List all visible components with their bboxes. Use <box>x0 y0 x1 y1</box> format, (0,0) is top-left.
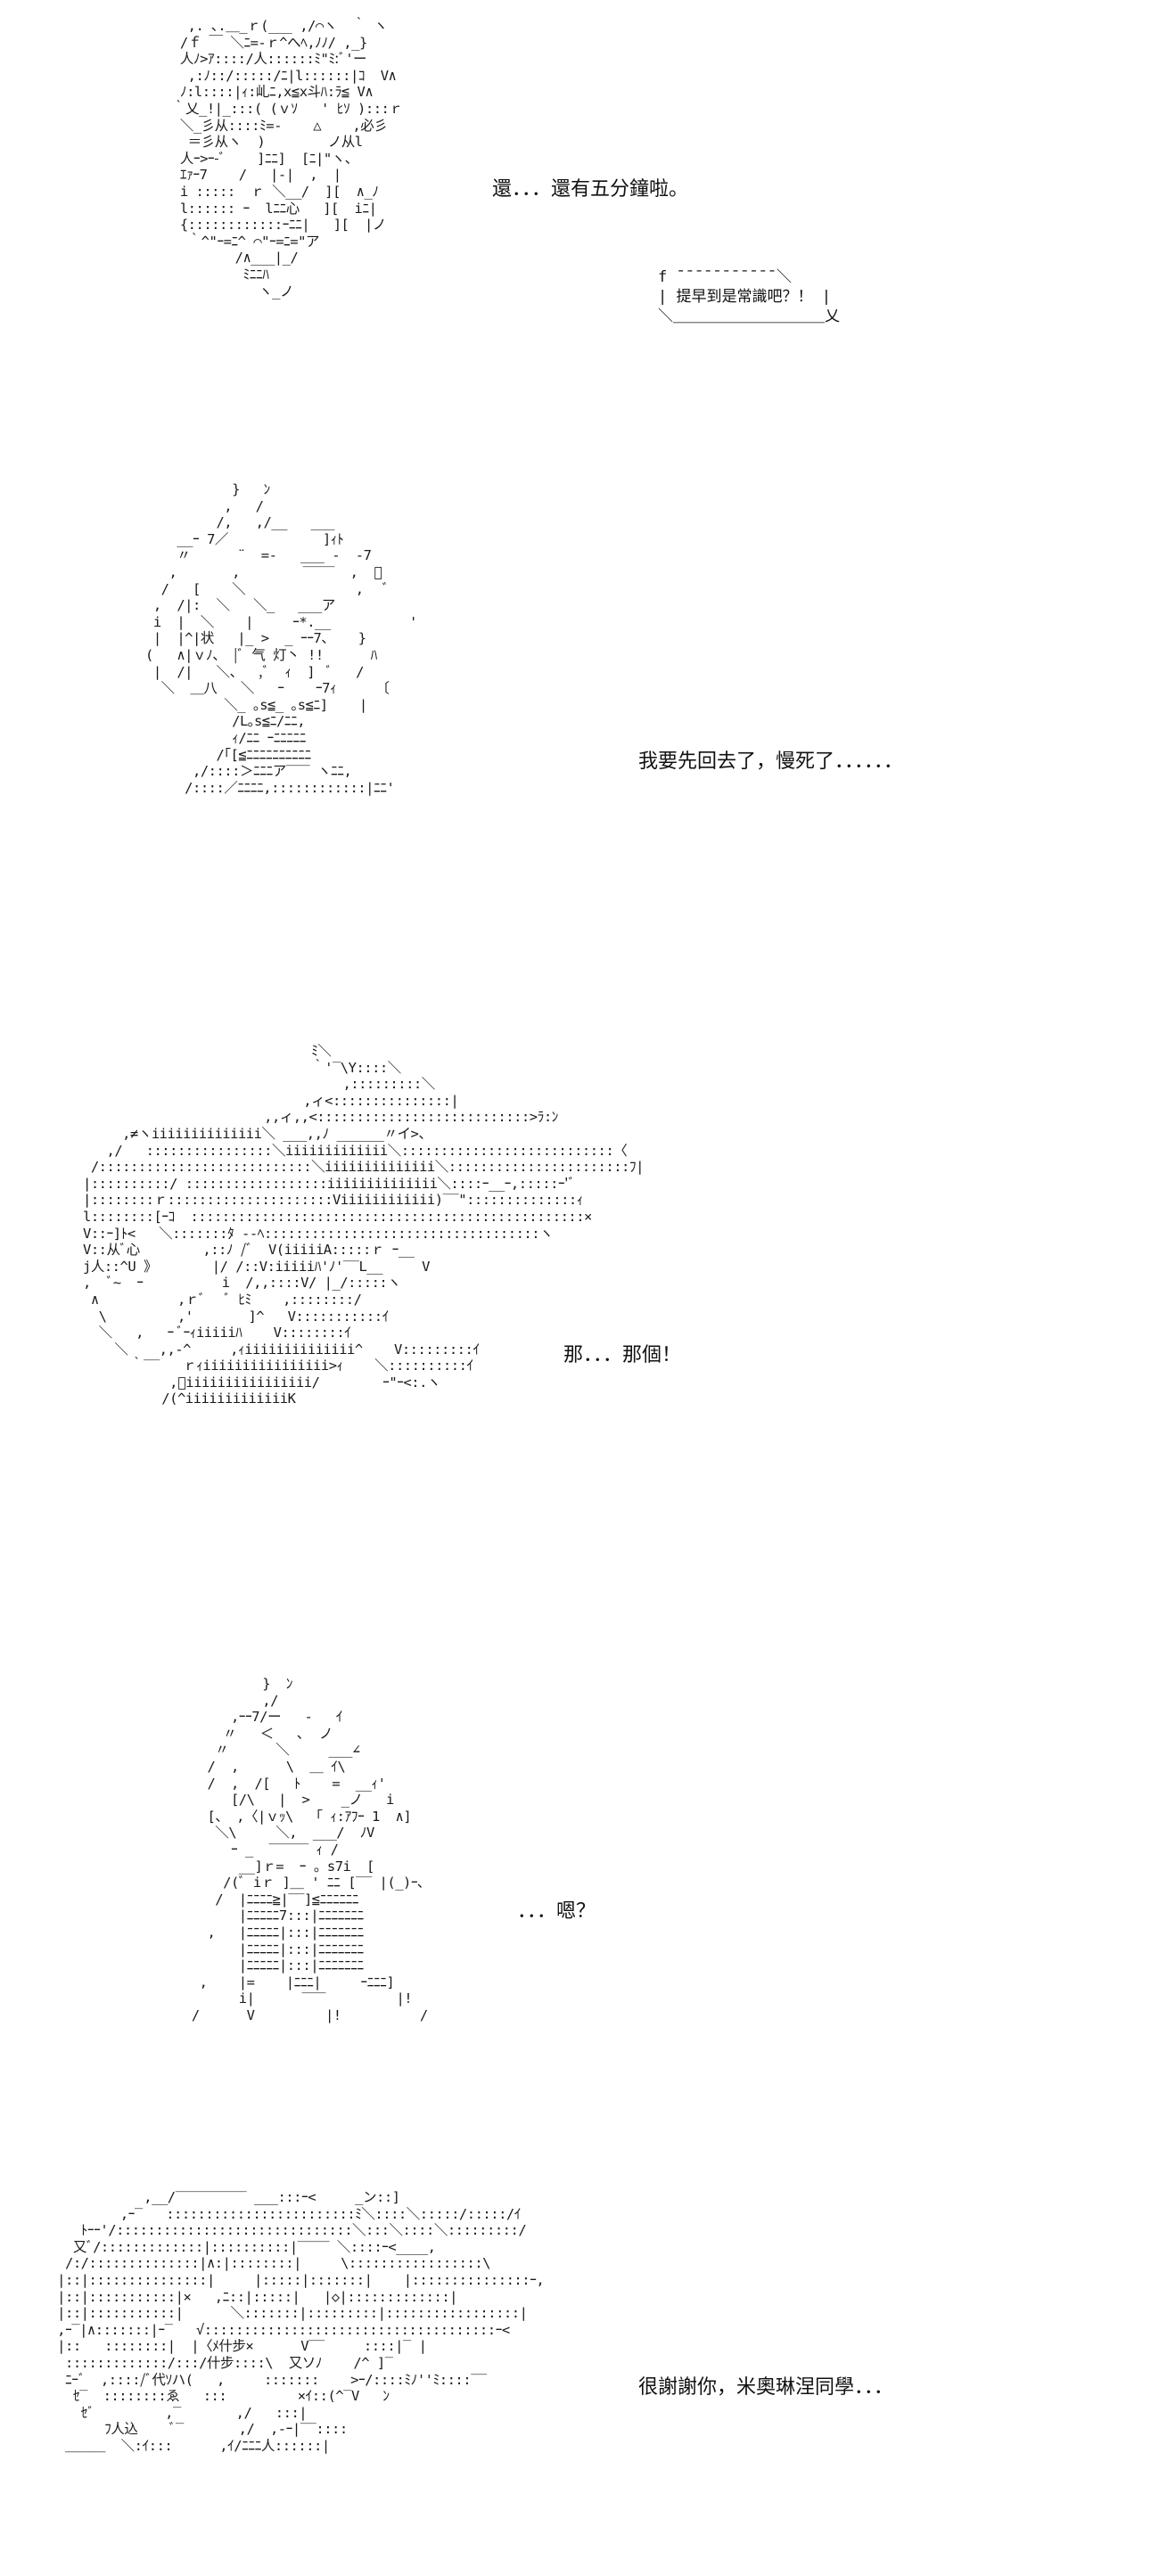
aa-panel-4: } ﾝ ,/ ,ｰｰ7/ー - ｲ 〃 ＜ ､ ノ 〃 ＼ ___∠ / , \… <box>0 1667 1159 2166</box>
aa-panel-2: } ﾝ , / /, ,/__ ___ __ｰ 7／ ]ｨﾄ 〃 ¨ =- __… <box>0 464 1159 1016</box>
ascii-art-character-1: ,. ､.＿_ｒ(___ ,/⌒ヽ ｀ ヽ /ｆ ￣ ＼ﾆ=-ｒ^へﾍ,ﾉﾉ/ … <box>171 18 403 299</box>
dialogue-line-3: 那．．．那個！ <box>563 1344 682 1366</box>
aa-panel-3: ﾐ＼ ｀'‾\Y::::＼ ,:::::::::＼ ,ィ<:::::::::::… <box>0 1043 1159 1640</box>
dialogue-line-5: 很謝謝你，米奧琳涅同學．．． <box>638 2376 894 2399</box>
dialogue-line-2: 我要先回去了，慢死了．．．．．． <box>638 751 904 773</box>
dialogue-line-4: ．．．嗯？ <box>517 1900 596 1923</box>
dialogue-line-1: 還．．．還有五分鐘啦。 <box>492 178 689 201</box>
aa-panel-5: ,__/‾‾‾‾‾‾‾‾‾ ___:::ｰ< _ン::] ,ｰ‾ :::::::… <box>0 2184 1159 2576</box>
ascii-art-character-4: } ﾝ ,/ ,ｰｰ7/ー - ｲ 〃 ＜ ､ ノ 〃 ＼ ___∠ / , \… <box>191 1676 428 2023</box>
speech-bubble-1: f ̄ ̄ ̄ ̄ ̄ ̄ ̄ ̄ ̄ ̄ ̄ ＼ | 提早到是常識吧？！ | … <box>658 268 840 325</box>
ascii-art-character-3: ﾐ＼ ｀'‾\Y::::＼ ,:::::::::＼ ,ィ<:::::::::::… <box>82 1043 644 1407</box>
aa-panel-1: ,. ､.＿_ｒ(___ ,/⌒ヽ ｀ ヽ /ｆ ￣ ＼ﾆ=-ｒ^へﾍ,ﾉﾉ/ … <box>0 0 1159 446</box>
ascii-art-character-2: } ﾝ , / /, ,/__ ___ __ｰ 7／ ]ｨﾄ 〃 ¨ =- __… <box>144 481 417 796</box>
ascii-art-character-5: ,__/‾‾‾‾‾‾‾‾‾ ___:::ｰ< _ン::] ,ｰ‾ :::::::… <box>57 2189 545 2454</box>
